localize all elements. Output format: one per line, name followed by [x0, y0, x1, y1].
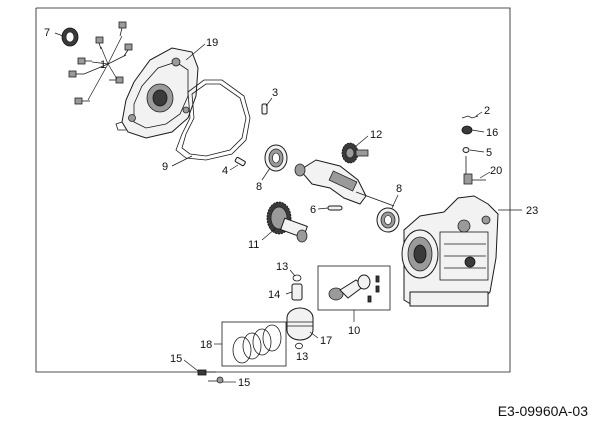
callout-13a: 13: [276, 261, 288, 273]
callout-10: 10: [348, 325, 360, 337]
leader-14: [285, 291, 293, 295]
leader-15a: [183, 359, 199, 372]
callout-3: 3: [272, 87, 278, 99]
leader-13a: [289, 269, 296, 277]
pin-3-part: [261, 103, 268, 115]
piston-rings-box: [221, 321, 287, 367]
leader-6: [317, 207, 329, 210]
callout-12: 12: [370, 129, 382, 141]
valve-retainer-part: [461, 125, 473, 135]
callout-8b: 8: [396, 183, 402, 195]
leader-2: [475, 111, 483, 117]
crankshaft-gear-part: [266, 201, 308, 243]
callout-4: 4: [222, 165, 228, 177]
valve-part: [463, 156, 486, 185]
bolts-part: [68, 21, 133, 105]
leader-3: [265, 97, 273, 107]
piston-rings-part: [232, 324, 282, 364]
callout-14: 14: [268, 289, 280, 301]
piston-part: [286, 307, 314, 341]
callout-1: 1: [100, 59, 106, 71]
leader-4: [229, 164, 239, 171]
leader-9: [171, 155, 193, 167]
callout-7: 7: [44, 27, 50, 39]
oil-seal-part: [61, 27, 79, 47]
callout-15a: 15: [170, 353, 182, 365]
callout-9: 9: [162, 161, 168, 173]
leader-11: [261, 227, 277, 241]
gasket-part: [175, 79, 251, 161]
valve-spring-part: [462, 147, 470, 153]
callout-13b: 13: [296, 351, 308, 363]
callout-11: 11: [248, 239, 259, 251]
callout-6: 6: [310, 204, 316, 216]
engine-block-part: [401, 195, 499, 307]
leader-5: [469, 149, 485, 153]
callout-19: 19: [206, 37, 218, 49]
crankcase-cover-part: [115, 47, 199, 139]
key-part: [327, 205, 343, 211]
bearing-right-part: [376, 207, 400, 233]
piston-pin-clip-lower-part: [295, 342, 303, 350]
leader-16: [471, 129, 485, 133]
callout-18: 18: [200, 339, 212, 351]
camshaft-gear-part: [341, 142, 369, 164]
callout-8a: 8: [256, 181, 262, 193]
crankshaft-part: [294, 159, 395, 207]
leader-8a: [261, 167, 271, 181]
leader-7: [54, 32, 64, 37]
leader-8b: [391, 194, 399, 209]
callout-17: 17: [320, 335, 332, 347]
piston-pin-part: [291, 283, 303, 301]
leader-12: [355, 135, 369, 147]
reference-code: E3-09960A-03: [498, 403, 589, 419]
bearing-left-part: [264, 144, 288, 172]
leader-17: [309, 331, 319, 339]
callout-15b: 15: [238, 377, 250, 389]
callout-2: 2: [484, 105, 490, 117]
leader-19: [185, 43, 206, 61]
callout-20: 20: [490, 165, 502, 177]
callout-23: 23: [526, 205, 538, 217]
drain-plug-part: [197, 369, 224, 384]
spring-clip-part: [461, 115, 479, 119]
leader-20: [479, 171, 491, 179]
leaders-1: [83, 35, 127, 101]
connecting-rod-part: [328, 274, 380, 303]
piston-pin-clip-upper-part: [292, 274, 302, 282]
pin-4-part: [234, 156, 246, 167]
assembly-frame: [35, 7, 511, 373]
callout-16: 16: [486, 127, 498, 139]
callout-5: 5: [486, 147, 492, 159]
